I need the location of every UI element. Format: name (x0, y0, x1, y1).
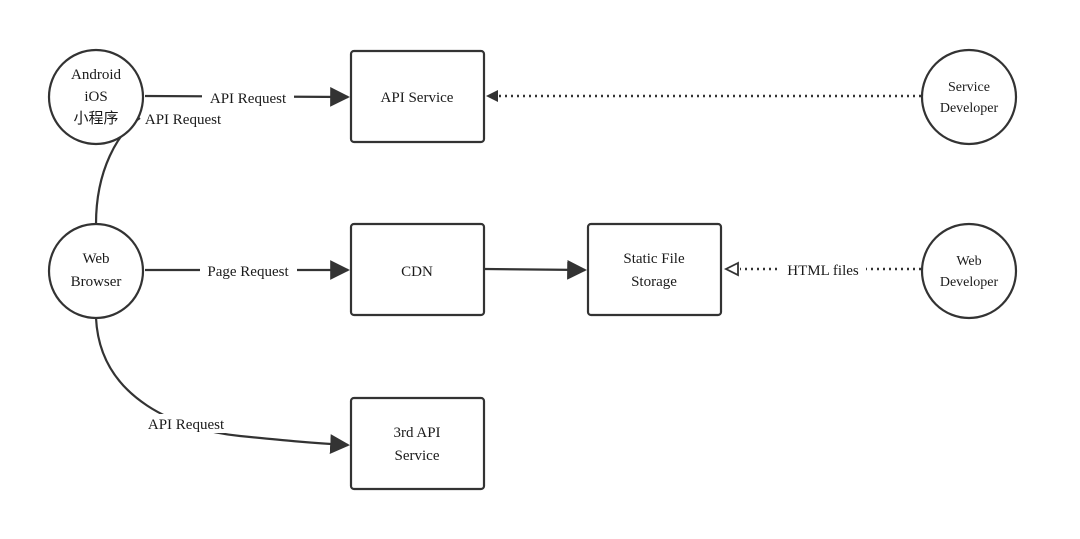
third-api-line-1: 3rd API (393, 425, 440, 441)
storage-line-2: Storage (631, 274, 677, 290)
edge-label-bg (200, 261, 297, 280)
edge-label-bg (780, 260, 866, 279)
edge-label-html-files: HTML files (787, 263, 859, 279)
api-service-label: API Service (381, 90, 454, 106)
arrowhead-api-service (486, 90, 498, 102)
edge-label-bg (139, 414, 231, 433)
edge-label-browser-api-request: API Request (145, 112, 222, 128)
edge-browser-to-third-api (94, 317, 350, 454)
web-developer-line-1: Web (956, 254, 981, 269)
storage-line-1: Static File (623, 251, 685, 267)
web-browser-line-1: Web (82, 251, 109, 267)
node-web-developer: Web Developer (920, 222, 1018, 320)
clients-line-3: 小程序 (73, 110, 118, 127)
node-third-api-service: 3rd API Service (349, 396, 486, 491)
edge-cdn-to-storage (484, 259, 587, 280)
web-developer-line-2: Developer (940, 275, 999, 290)
service-developer-line-1: Service (948, 80, 990, 95)
edge-label-clients-api-request: API Request (210, 91, 287, 107)
node-clients: Android iOS 小程序 (47, 48, 145, 146)
node-static-file-storage: Static File Storage (586, 222, 723, 317)
edge-label-page-request: Page Request (207, 264, 289, 280)
clients-line-1: Android (71, 67, 121, 83)
cdn-label: CDN (401, 264, 433, 280)
web-browser-line-2: Browser (71, 274, 122, 290)
clients-line-2: iOS (84, 89, 107, 105)
service-developer-line-2: Developer (940, 101, 999, 116)
node-service-developer: Service Developer (920, 48, 1018, 146)
third-api-line-2: Service (395, 448, 440, 464)
arrowhead-hollow-storage (723, 261, 739, 277)
edge-label-third-api-request: API Request (148, 417, 225, 433)
node-web-browser: Web Browser (47, 222, 145, 320)
edge-label-bg (202, 88, 294, 107)
node-cdn: CDN (349, 222, 486, 317)
node-api-service: API Service (349, 49, 486, 144)
